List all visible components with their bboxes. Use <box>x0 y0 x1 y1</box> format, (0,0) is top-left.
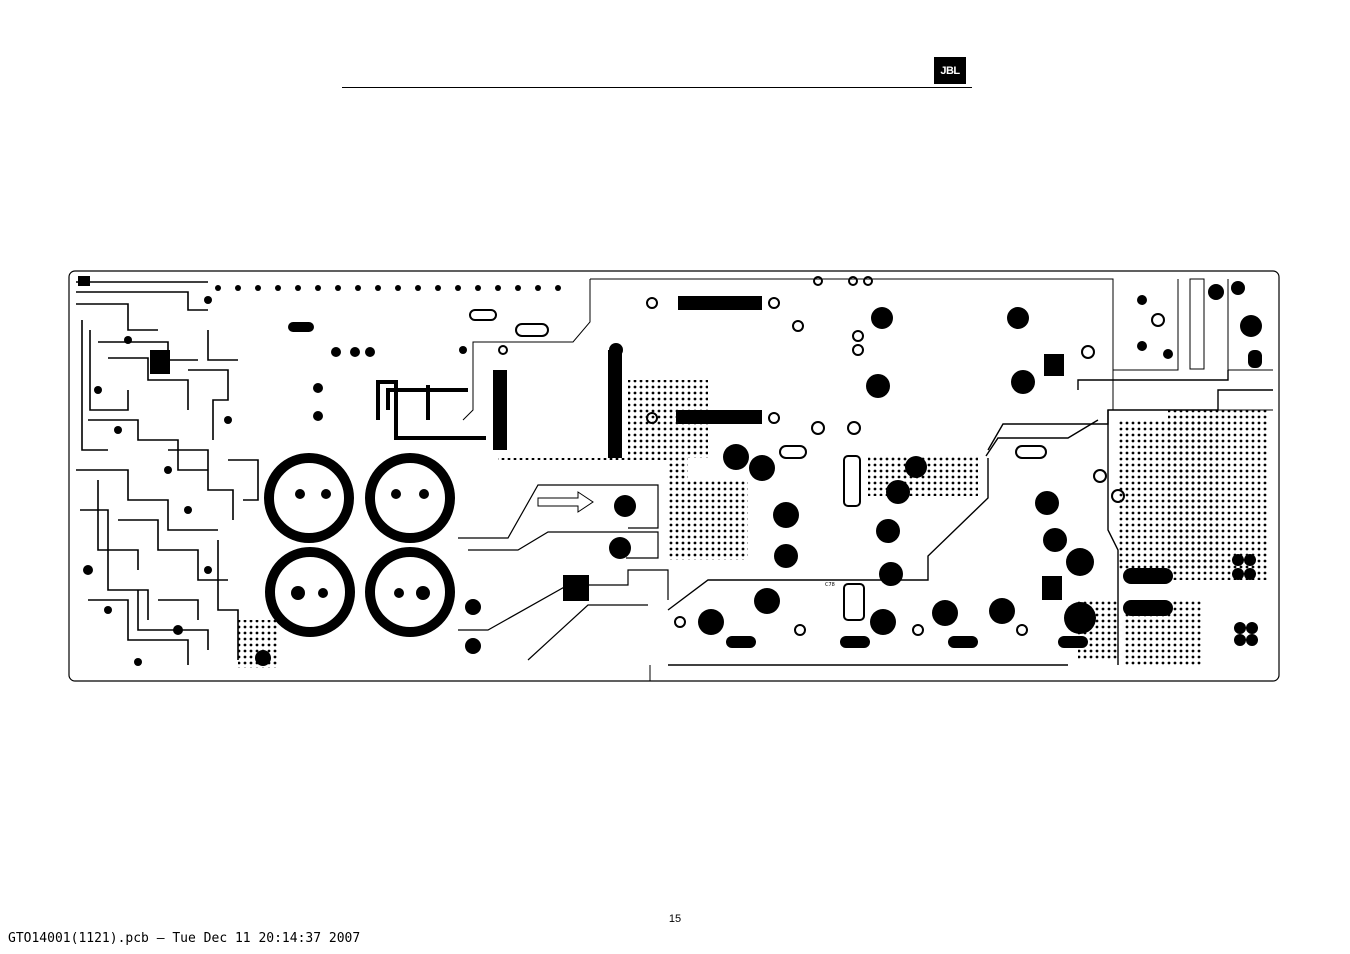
silkscreen-label-c78: C78 <box>825 582 835 588</box>
brand-logo: JBL <box>934 57 966 84</box>
toroid-pins <box>291 489 430 600</box>
upper-middle-traces <box>378 382 486 438</box>
top-edge-pads <box>215 285 561 291</box>
pcb-file-caption: GTO14001(1121).pcb — Tue Dec 11 20:14:37… <box>8 931 360 946</box>
toroid-rings <box>269 458 450 632</box>
page-number: 15 <box>0 913 1350 925</box>
header-rule <box>342 87 972 88</box>
brand-logo-text: JBL <box>940 65 959 77</box>
arrow-marker <box>538 492 593 512</box>
output-pads <box>465 495 636 654</box>
pcb-layout-drawing: C78 <box>68 270 1281 683</box>
output-traces <box>458 485 668 660</box>
